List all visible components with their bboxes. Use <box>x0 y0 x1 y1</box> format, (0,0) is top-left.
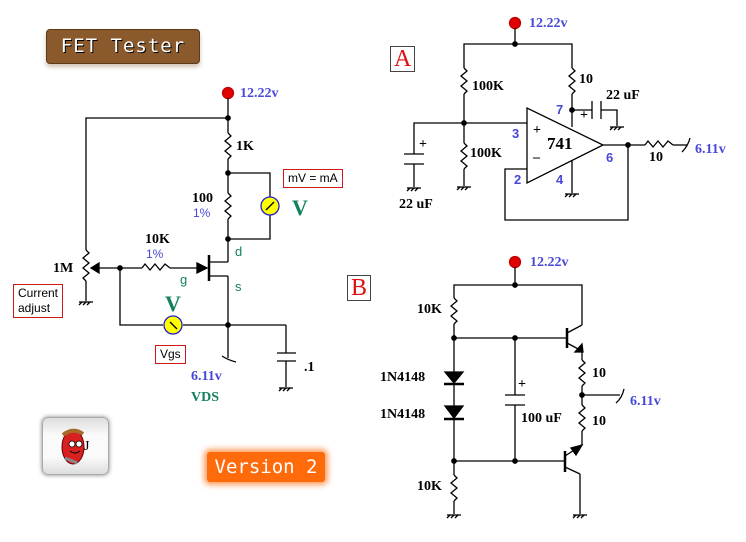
section-a-rout-label: 10 <box>649 150 663 165</box>
title-badge: FET Tester <box>46 29 200 64</box>
pot-wiper-arrow <box>89 261 100 275</box>
vds-label: VDS <box>191 390 220 405</box>
section-b-re1-label: 10 <box>592 366 606 381</box>
gate-label: g <box>180 272 188 287</box>
resistor-100 <box>223 192 233 220</box>
resistor-10k <box>141 262 171 272</box>
section-b-rbottom-label: 10K <box>417 479 442 494</box>
pin-7: 7 <box>556 102 564 117</box>
section-a-label: A <box>390 46 416 72</box>
pin-2: 2 <box>514 172 522 187</box>
section-a-output: 6.11v <box>695 142 726 157</box>
section-a-cin-plus: + <box>419 137 427 152</box>
diode-2-label: 1N4148 <box>380 407 426 422</box>
pin-3: 3 <box>512 126 520 141</box>
section-b-cap-label: 100 uF <box>521 411 562 426</box>
drain-label: d <box>235 244 243 259</box>
pot-note: Current adjust <box>13 284 64 318</box>
meter-vgs-label: V <box>165 291 181 316</box>
section-b-label: B <box>347 275 372 301</box>
section-a-csupply-plus: + <box>580 108 588 123</box>
main-circuit <box>78 86 296 392</box>
diode-1 <box>443 371 465 385</box>
source-label: s <box>235 279 242 294</box>
section-a-r1-label: 100K <box>472 79 504 94</box>
opamp-plus: + <box>533 123 541 138</box>
opamp-minus: – <box>533 150 540 165</box>
section-a-rsupply-label: 10 <box>579 72 593 87</box>
section-a-csupply-label: 22 uF <box>606 88 640 103</box>
section-a-circuit <box>404 16 691 221</box>
diode-2 <box>443 405 465 420</box>
opamp-741 <box>526 106 605 185</box>
supply-terminal <box>221 86 235 100</box>
potentiometer-1m <box>81 249 91 282</box>
resistor-100-tolerance: 1% <box>193 206 211 220</box>
supply-voltage-main: 12.22v <box>240 86 279 101</box>
section-b-re2-label: 10 <box>592 414 606 429</box>
section-a-supply: 12.22v <box>529 16 568 31</box>
section-b-cap-plus: + <box>518 377 526 392</box>
section-b-circuit <box>443 255 625 519</box>
diode-1-label: 1N4148 <box>380 370 426 385</box>
cap-label: .1 <box>304 360 315 375</box>
pot-label: 1M <box>53 261 74 276</box>
section-a-cin-label: 22 uF <box>399 197 433 212</box>
resistor-1k <box>223 132 233 160</box>
resistor-10k-label: 10K <box>145 232 170 247</box>
pin-6: 6 <box>606 150 614 165</box>
app-icon[interactable]: J <box>42 417 109 475</box>
pin-4: 4 <box>556 172 564 187</box>
version-badge: Version 2 <box>207 452 325 482</box>
resistor-100-label: 100 <box>192 191 213 206</box>
opamp-label: 741 <box>547 134 573 153</box>
resistor-10k-tolerance: 1% <box>146 247 164 261</box>
resistor-1k-label: 1K <box>236 139 254 154</box>
meter-note: mV = mA <box>283 169 343 188</box>
svg-text:J: J <box>84 439 90 454</box>
meter-drain-label: V <box>292 195 308 220</box>
section-a-r2-label: 100K <box>470 146 502 161</box>
section-b-output: 6.11v <box>630 394 661 409</box>
section-b-rtop-label: 10K <box>417 302 442 317</box>
source-voltage: 6.11v <box>191 369 222 384</box>
vgs-note: Vgs <box>155 345 186 364</box>
section-b-supply: 12.22v <box>530 255 569 270</box>
mascot-icon: J <box>61 428 90 465</box>
